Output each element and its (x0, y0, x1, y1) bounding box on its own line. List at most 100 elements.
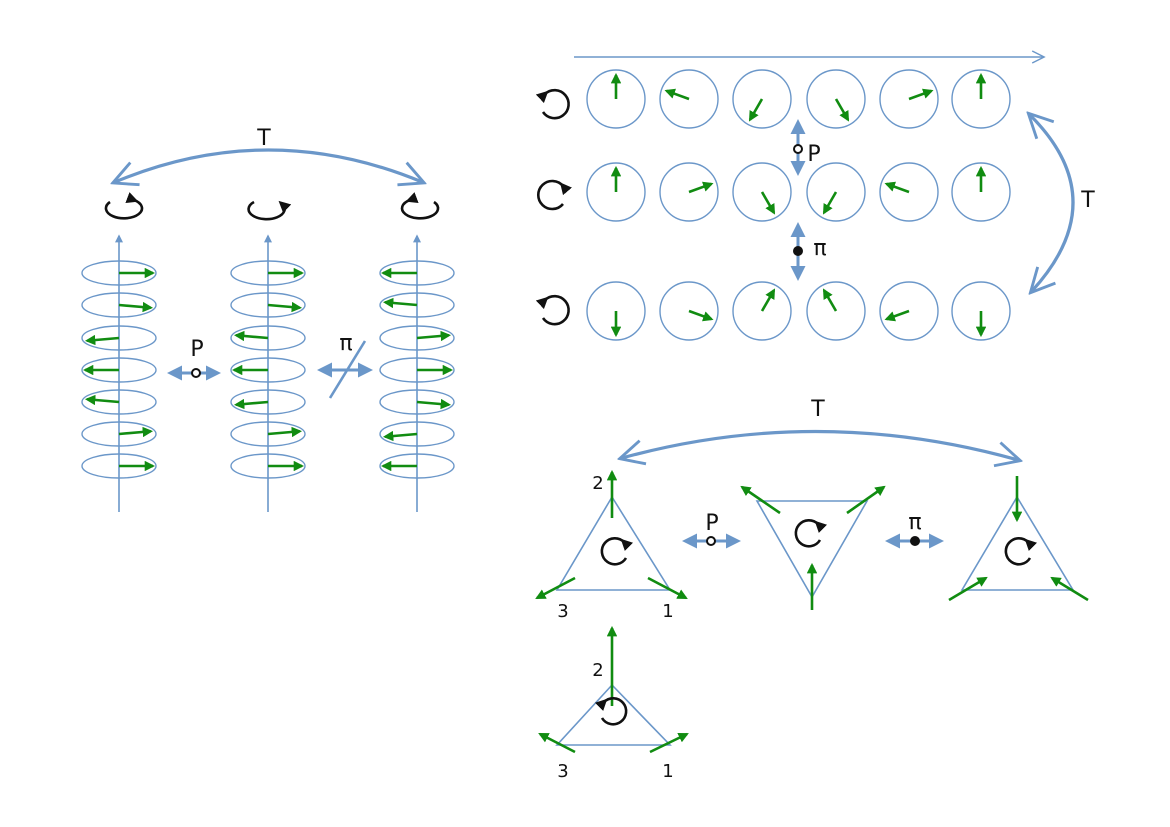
vertex-2-label-b: 2 (592, 660, 603, 681)
spin-ellipse (81, 260, 157, 286)
spin-arrow (688, 309, 714, 322)
rotation-arc (535, 88, 570, 120)
circle-row-1 (586, 69, 1011, 129)
triangle-a (535, 469, 688, 600)
circle-row-2 (586, 162, 1011, 222)
spin-circle (586, 162, 646, 222)
vertex-1-label-b: 1 (662, 761, 673, 782)
T-label-tri: T (810, 397, 825, 422)
spin-arrow (688, 181, 714, 194)
spin-circle (586, 69, 646, 129)
spin-arrow (748, 98, 764, 122)
panel-triangles (535, 429, 1089, 754)
filled-circle-marker (793, 246, 803, 256)
spin-circle (806, 69, 866, 129)
rotation-icon-col1 (104, 192, 144, 220)
spin-arrow (233, 330, 269, 342)
spin-circle (806, 162, 866, 222)
spin-column-1 (81, 234, 157, 512)
P-label-top: P (807, 142, 820, 167)
vertex-2-label-a: 2 (592, 473, 603, 494)
spin-arrow (118, 301, 154, 313)
spin-ellipse (230, 292, 306, 318)
spin-circle (806, 281, 866, 341)
spin-circle (659, 69, 719, 129)
spin-ellipse (379, 260, 455, 286)
pi-label-top: π (813, 236, 826, 261)
open-circle-marker (191, 368, 201, 378)
circle-row-3 (586, 281, 1011, 341)
spin-column-3 (379, 234, 455, 512)
T-double-arrow-icon (1030, 115, 1075, 291)
clockwise-rotation-icon (594, 697, 628, 726)
counterclockwise-rotation-icon (535, 294, 570, 326)
spin-arrow (884, 181, 910, 194)
open-circle-marker (793, 144, 803, 154)
spin-ellipse (230, 421, 306, 447)
spin-arrow (760, 288, 776, 312)
vertex-arrow (538, 732, 576, 754)
triangle-outline (555, 495, 672, 591)
spin-ellipse (379, 357, 455, 383)
spin-ellipse (81, 292, 157, 318)
rotation-icon-col2 (247, 200, 292, 221)
P-label-left: P (190, 337, 203, 362)
spin-arrow (822, 191, 838, 215)
rotation-arc (400, 192, 440, 220)
spin-ellipse (81, 389, 157, 415)
vertex-arrow (649, 732, 689, 754)
T-label-top: T (1080, 188, 1095, 213)
vertex-arrow (647, 576, 688, 600)
spin-circle (951, 69, 1011, 129)
spin-circle (659, 281, 719, 341)
T-double-arrow-icon (115, 148, 422, 182)
rotation-arc (247, 200, 292, 221)
pi-label-tri: π (908, 510, 921, 535)
vertex-arrow (740, 485, 781, 515)
triangle-d (538, 625, 689, 754)
spin-circle (659, 162, 719, 222)
spin-arrow (822, 288, 838, 312)
triangle-c (948, 476, 1089, 602)
spin-ellipse (230, 453, 306, 479)
triangle-b (740, 485, 886, 610)
rotation-icon-col3 (400, 192, 440, 220)
vertex-arrow (948, 576, 988, 602)
spin-arrow (416, 330, 452, 342)
spin-arrow (267, 301, 303, 313)
spin-ellipse (230, 389, 306, 415)
P-label-tri: P (705, 511, 718, 536)
spin-arrow (84, 394, 120, 406)
labels-layer: T P π P π T T P π 2 3 1 2 3 1 (190, 126, 1095, 782)
panel-spin-columns (81, 148, 455, 512)
vertex-1-label-a: 1 (662, 601, 673, 622)
counterclockwise-rotation-icon (1004, 537, 1038, 566)
spin-circle (732, 162, 792, 222)
spin-arrow (84, 334, 120, 346)
triangle-outline (960, 495, 1075, 591)
spin-arrow (382, 297, 418, 309)
spin-circle (586, 281, 646, 341)
spin-ellipse (81, 453, 157, 479)
spin-circle (732, 281, 792, 341)
spin-arrow (267, 426, 303, 438)
counterclockwise-rotation-icon (535, 88, 570, 120)
vertex-arrow (535, 576, 576, 600)
triangle-outline (555, 683, 672, 746)
spin-circle (951, 281, 1011, 341)
rotation-arc (104, 192, 144, 220)
clockwise-rotation-icon (536, 179, 572, 211)
spin-arrow (834, 98, 850, 122)
spin-ellipse (379, 292, 455, 318)
counterclockwise-rotation-icon (794, 519, 828, 548)
spin-circle (879, 69, 939, 129)
counterclockwise-rotation-icon (600, 537, 634, 566)
spin-ellipse (81, 325, 157, 351)
vertex-3-label-a: 3 (557, 601, 568, 622)
panel-circle-rows (535, 57, 1075, 341)
spin-circle (879, 281, 939, 341)
spin-ellipse (81, 421, 157, 447)
T-double-arrow-icon (622, 429, 1018, 460)
vertex-arrow (846, 485, 886, 515)
